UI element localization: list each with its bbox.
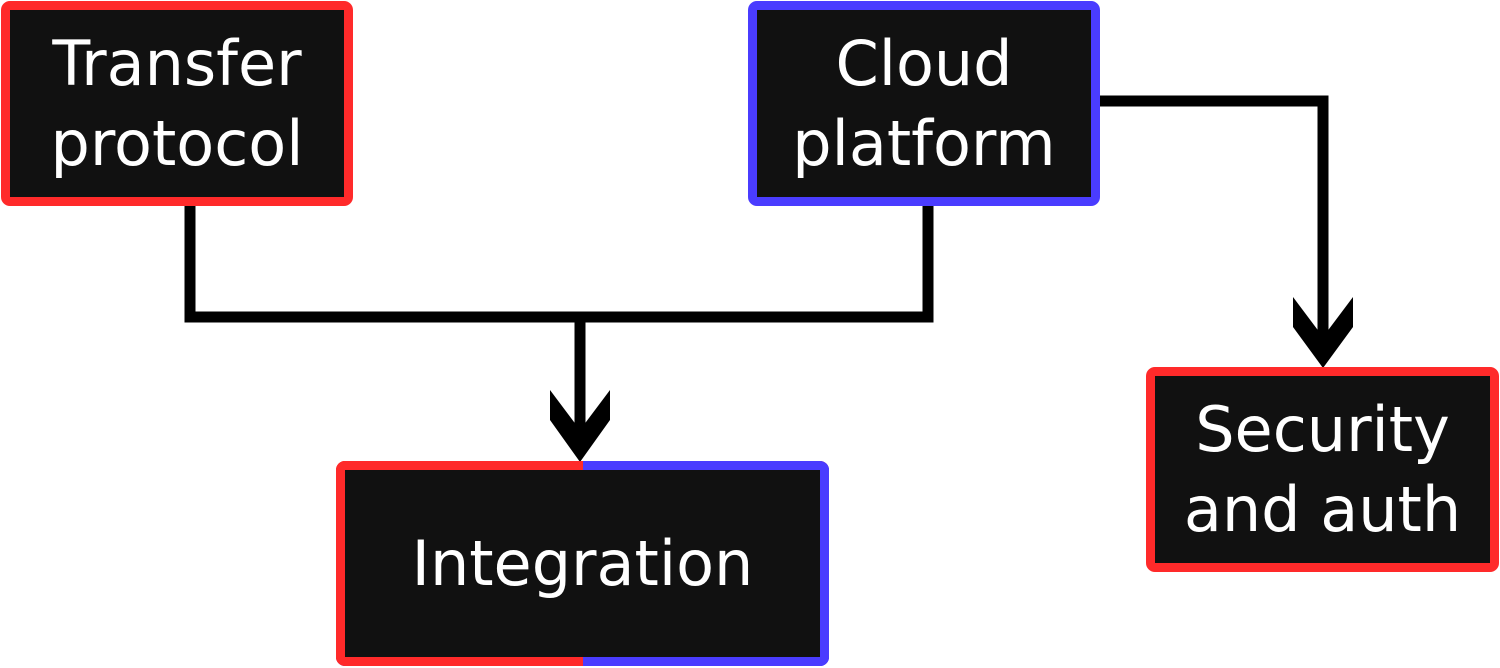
- border-split-blue: [582, 657, 829, 666]
- arrowhead-security: [1293, 297, 1353, 368]
- node-label-line: Security: [1195, 392, 1450, 466]
- node-integration[interactable]: Integration: [336, 461, 829, 666]
- node-label-line: platform: [792, 106, 1056, 180]
- edge-cloud-to-integration: [580, 205, 934, 323]
- node-label-line: protocol: [50, 106, 304, 180]
- arrowhead-integration: [550, 390, 610, 462]
- node-security-and-auth[interactable]: Security and auth: [1146, 367, 1499, 572]
- node-label-line: Cloud: [835, 26, 1013, 100]
- border-split-red: [336, 461, 583, 470]
- node-label: Transfer protocol: [51, 24, 304, 184]
- node-cloud-platform[interactable]: Cloud platform: [748, 1, 1100, 206]
- node-transfer-protocol[interactable]: Transfer protocol: [1, 1, 353, 206]
- node-label: Security and auth: [1184, 390, 1461, 550]
- edge-transfer-to-integration: [184, 205, 580, 323]
- node-label-line: Transfer: [52, 26, 302, 100]
- node-label-line: and auth: [1183, 472, 1462, 546]
- node-label: Cloud platform: [792, 24, 1055, 184]
- edge-cloud-to-security: [1100, 95, 1329, 355]
- node-label: Integration: [412, 524, 754, 604]
- node-label-line: Integration: [411, 526, 754, 600]
